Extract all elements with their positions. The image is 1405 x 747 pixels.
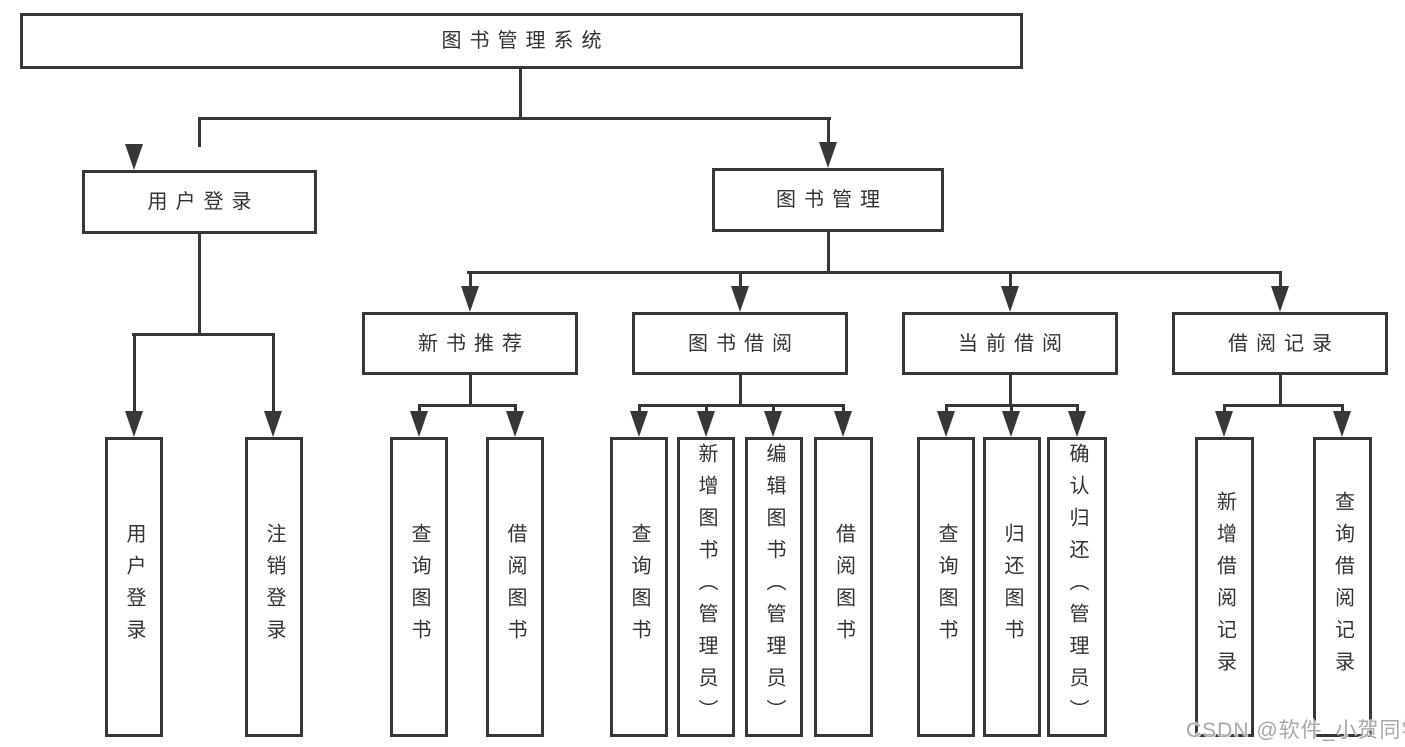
connector-vline — [945, 404, 948, 414]
node-label: 查询图书 — [935, 523, 957, 651]
node-label: 借阅图书 — [504, 523, 526, 651]
node-label: 新书推荐 — [418, 332, 530, 355]
leaf-user-login: 用户登录 — [105, 437, 163, 737]
csdn-watermark: CSDN @软件_小贺同学 — [1186, 719, 1405, 742]
connector-vline — [1009, 271, 1012, 289]
leaf-return-book: 归还图书 — [983, 437, 1041, 737]
connector-hline — [132, 333, 274, 336]
leaf-add-borrow-record: 新增借阅记录 — [1195, 437, 1254, 737]
node-book-management: 图书管理 — [712, 168, 944, 232]
node-label: 查询借阅记录 — [1331, 491, 1354, 683]
connector-vline — [418, 404, 421, 414]
connector-vline — [772, 404, 775, 414]
connector-vline — [1341, 404, 1344, 414]
leaf-borrow-books-recommend: 借阅图书 — [486, 437, 544, 737]
leaf-query-borrow-record: 查询借阅记录 — [1313, 437, 1372, 737]
connector-hline — [1223, 404, 1344, 407]
node-new-book-recommend: 新书推荐 — [362, 312, 578, 375]
arrowhead-down-icon — [1215, 411, 1233, 437]
leaf-edit-book-admin: 编辑图书（管理员） — [745, 437, 803, 737]
node-library-management-system: 图书管理系统 — [20, 13, 1023, 69]
arrowhead-down-icon — [264, 411, 282, 437]
node-label: 用户登录 — [147, 191, 260, 213]
arrowhead-down-icon — [731, 286, 749, 312]
node-label: 新增借阅记录 — [1213, 491, 1236, 683]
node-label: 图书管理 — [776, 189, 888, 211]
node-label: 归还图书 — [1001, 523, 1023, 651]
connector-vline — [469, 271, 472, 289]
arrowhead-down-icon — [834, 411, 852, 437]
arrowhead-down-icon — [764, 411, 782, 437]
connector-vline — [638, 404, 641, 414]
connector-vline — [469, 372, 472, 407]
connector-vline — [519, 66, 522, 120]
node-label: 图书借阅 — [688, 332, 800, 355]
connector-hline — [418, 404, 517, 407]
arrowhead-down-icon — [125, 411, 143, 437]
node-current-borrow: 当前借阅 — [902, 312, 1118, 375]
arrowhead-down-icon — [410, 411, 428, 437]
leaf-query-books-borrow: 查询图书 — [610, 437, 668, 737]
connector-vline — [133, 333, 136, 413]
node-label: 当前借阅 — [958, 332, 1070, 355]
node-user-login: 用户登录 — [82, 170, 317, 234]
node-label: 确认归还（管理员） — [1066, 443, 1088, 731]
connector-vline — [739, 271, 742, 289]
node-label: 用户登录 — [123, 523, 145, 651]
arrowhead-down-icon — [819, 142, 837, 168]
node-label: 查询图书 — [628, 523, 650, 651]
connector-vline — [272, 333, 275, 413]
leaf-borrow-books-borrow: 借阅图书 — [814, 437, 873, 737]
arrowhead-down-icon — [937, 411, 955, 437]
arrowhead-down-icon — [1333, 411, 1351, 437]
leaf-query-books-recommend: 查询图书 — [390, 437, 448, 737]
arrowhead-down-icon — [461, 286, 479, 312]
leaf-confirm-return-admin: 确认归还（管理员） — [1047, 437, 1107, 737]
connector-vline — [1009, 372, 1012, 407]
connector-hline — [198, 117, 831, 120]
node-label: 借阅图书 — [832, 523, 855, 651]
leaf-query-books-current: 查询图书 — [917, 437, 975, 737]
arrowhead-down-icon — [630, 411, 648, 437]
connector-vline — [1279, 372, 1282, 407]
connector-vline — [198, 231, 201, 335]
node-book-borrow: 图书借阅 — [632, 312, 848, 375]
arrowhead-down-icon — [1001, 286, 1019, 312]
arrowhead-down-icon — [1271, 286, 1289, 312]
arrowhead-down-icon — [1002, 411, 1020, 437]
node-label: 查询图书 — [408, 523, 430, 651]
connector-vline — [739, 372, 742, 407]
node-label: 编辑图书（管理员） — [763, 443, 785, 731]
connector-vline — [827, 117, 830, 145]
node-label: 新增图书（管理员） — [695, 443, 717, 731]
connector-hline — [467, 271, 1281, 274]
connector-vline — [514, 404, 517, 414]
connector-vline — [1223, 404, 1226, 414]
connector-vline — [1076, 404, 1079, 414]
arrowhead-down-icon — [1068, 411, 1086, 437]
arrowhead-down-icon — [125, 144, 143, 170]
arrowhead-down-icon — [697, 411, 715, 437]
node-label: 图书管理系统 — [441, 30, 610, 52]
connector-vline — [842, 404, 845, 414]
connector-vline — [705, 404, 708, 414]
connector-vline — [1010, 404, 1013, 414]
node-label: 借阅记录 — [1228, 332, 1340, 355]
connector-vline — [827, 229, 830, 274]
leaf-add-book-admin: 新增图书（管理员） — [677, 437, 735, 737]
connector-vline — [198, 117, 201, 147]
node-borrow-records: 借阅记录 — [1172, 312, 1388, 375]
leaf-logout: 注销登录 — [245, 437, 303, 737]
arrowhead-down-icon — [506, 411, 524, 437]
node-label: 注销登录 — [263, 523, 285, 651]
connector-vline — [1279, 271, 1282, 289]
connector-hline — [638, 404, 845, 407]
